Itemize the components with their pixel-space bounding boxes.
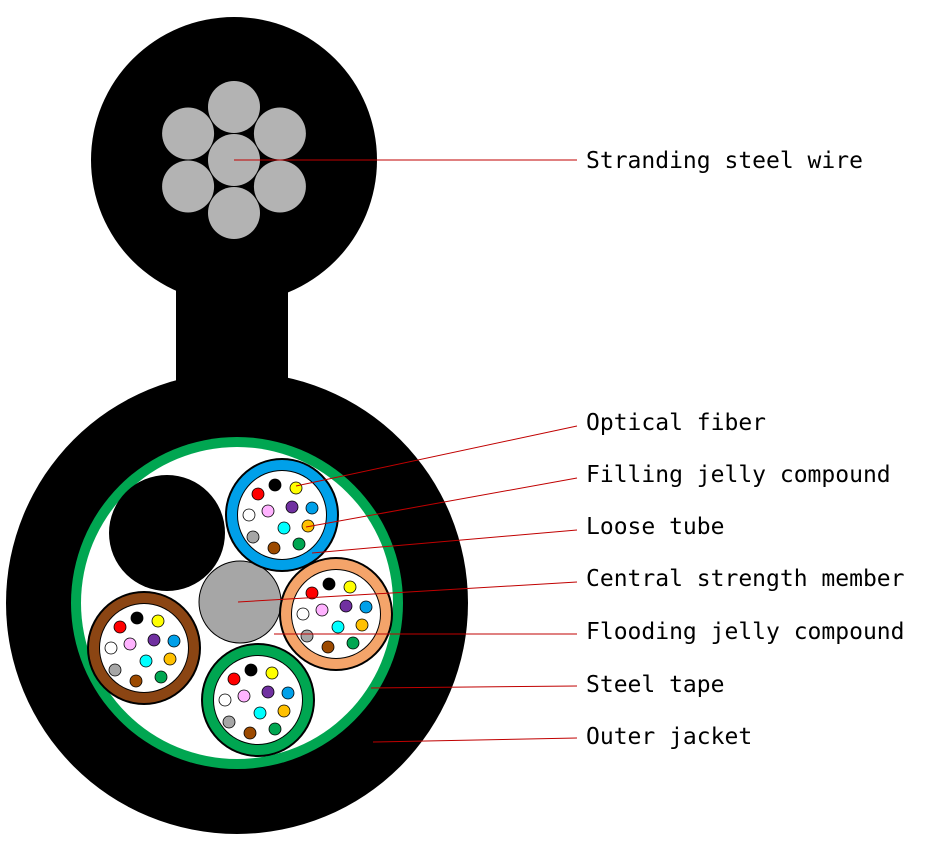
optical-fiber (285, 500, 299, 514)
optical-fiber (253, 706, 267, 720)
optical-fiber (331, 620, 345, 634)
optical-fiber (222, 715, 236, 729)
optical-fiber (322, 577, 336, 591)
steel-wire-strand (162, 107, 215, 160)
loose-tubes (87, 458, 393, 757)
optical-fiber (277, 521, 291, 535)
optical-fiber (227, 672, 241, 686)
optical-fiber (242, 508, 256, 522)
leader-optical-fiber (295, 425, 578, 487)
optical-fiber (305, 586, 319, 600)
label-steel-tape: Steel tape (586, 672, 724, 698)
optical-fiber (251, 487, 265, 501)
optical-fiber (129, 674, 143, 688)
steel-wire-strand (253, 107, 306, 160)
labels: Stranding steel wire Optical fiber Filli… (586, 148, 905, 750)
optical-fiber (123, 637, 137, 651)
label-loose-tube: Loose tube (586, 514, 724, 540)
leader-lines (234, 159, 578, 743)
steel-wire-strand (208, 187, 260, 239)
optical-fiber (243, 726, 257, 740)
optical-fiber (246, 530, 260, 544)
optical-fiber (167, 634, 181, 648)
loose-tube-orange (279, 557, 393, 671)
optical-fiber (281, 686, 295, 700)
optical-fiber (289, 481, 303, 495)
filler-rod (109, 475, 225, 591)
loose-tube-blue (225, 458, 339, 572)
optical-fiber (355, 618, 369, 632)
optical-fiber (151, 614, 165, 628)
messenger-section (91, 17, 377, 420)
label-outer-jacket: Outer jacket (586, 724, 752, 750)
leader-filling-jelly-compound (305, 477, 578, 528)
optical-fiber (163, 652, 177, 666)
cable-body (6, 372, 468, 834)
optical-fiber (130, 611, 144, 625)
label-central-strength-member: Central strength member (586, 566, 905, 592)
optical-fiber (237, 689, 251, 703)
leader-outer-jacket (372, 737, 578, 743)
leader-loose-tube (311, 529, 578, 554)
optical-fiber (108, 663, 122, 677)
optical-fiber (147, 633, 161, 647)
optical-fiber (218, 693, 232, 707)
label-filling-jelly-compound: Filling jelly compound (586, 462, 891, 488)
loose-tube-brown (87, 591, 201, 705)
optical-fiber (343, 580, 357, 594)
steel-wire-strand (162, 160, 215, 213)
optical-fiber (139, 654, 153, 668)
optical-fiber (268, 478, 282, 492)
optical-fiber (300, 629, 314, 643)
steel-wire-strand (253, 160, 306, 213)
optical-fiber (261, 504, 275, 518)
optical-fiber (268, 722, 282, 736)
optical-fiber (339, 599, 353, 613)
optical-fiber (321, 640, 335, 654)
optical-fiber (305, 501, 319, 515)
optical-fiber (104, 641, 118, 655)
optical-fiber (113, 620, 127, 634)
optical-fiber (244, 663, 258, 677)
optical-fiber (296, 607, 310, 621)
label-stranding-steel-wire: Stranding steel wire (586, 148, 863, 174)
optical-fiber (267, 541, 281, 555)
label-flooding-jelly-compound: Flooding jelly compound (586, 619, 905, 645)
leader-steel-tape (370, 685, 578, 689)
optical-fiber (346, 636, 360, 650)
optical-fiber (292, 537, 306, 551)
steel-wire-strand (208, 81, 260, 133)
optical-fiber (154, 670, 168, 684)
label-optical-fiber: Optical fiber (586, 410, 766, 436)
stranding-steel-wires (162, 81, 306, 239)
optical-fiber (315, 603, 329, 617)
optical-fiber (359, 600, 373, 614)
leader-central-strength-member (237, 581, 578, 603)
optical-fiber (277, 704, 291, 718)
loose-tube-green (201, 643, 315, 757)
optical-fiber (261, 685, 275, 699)
optical-fiber (265, 666, 279, 680)
